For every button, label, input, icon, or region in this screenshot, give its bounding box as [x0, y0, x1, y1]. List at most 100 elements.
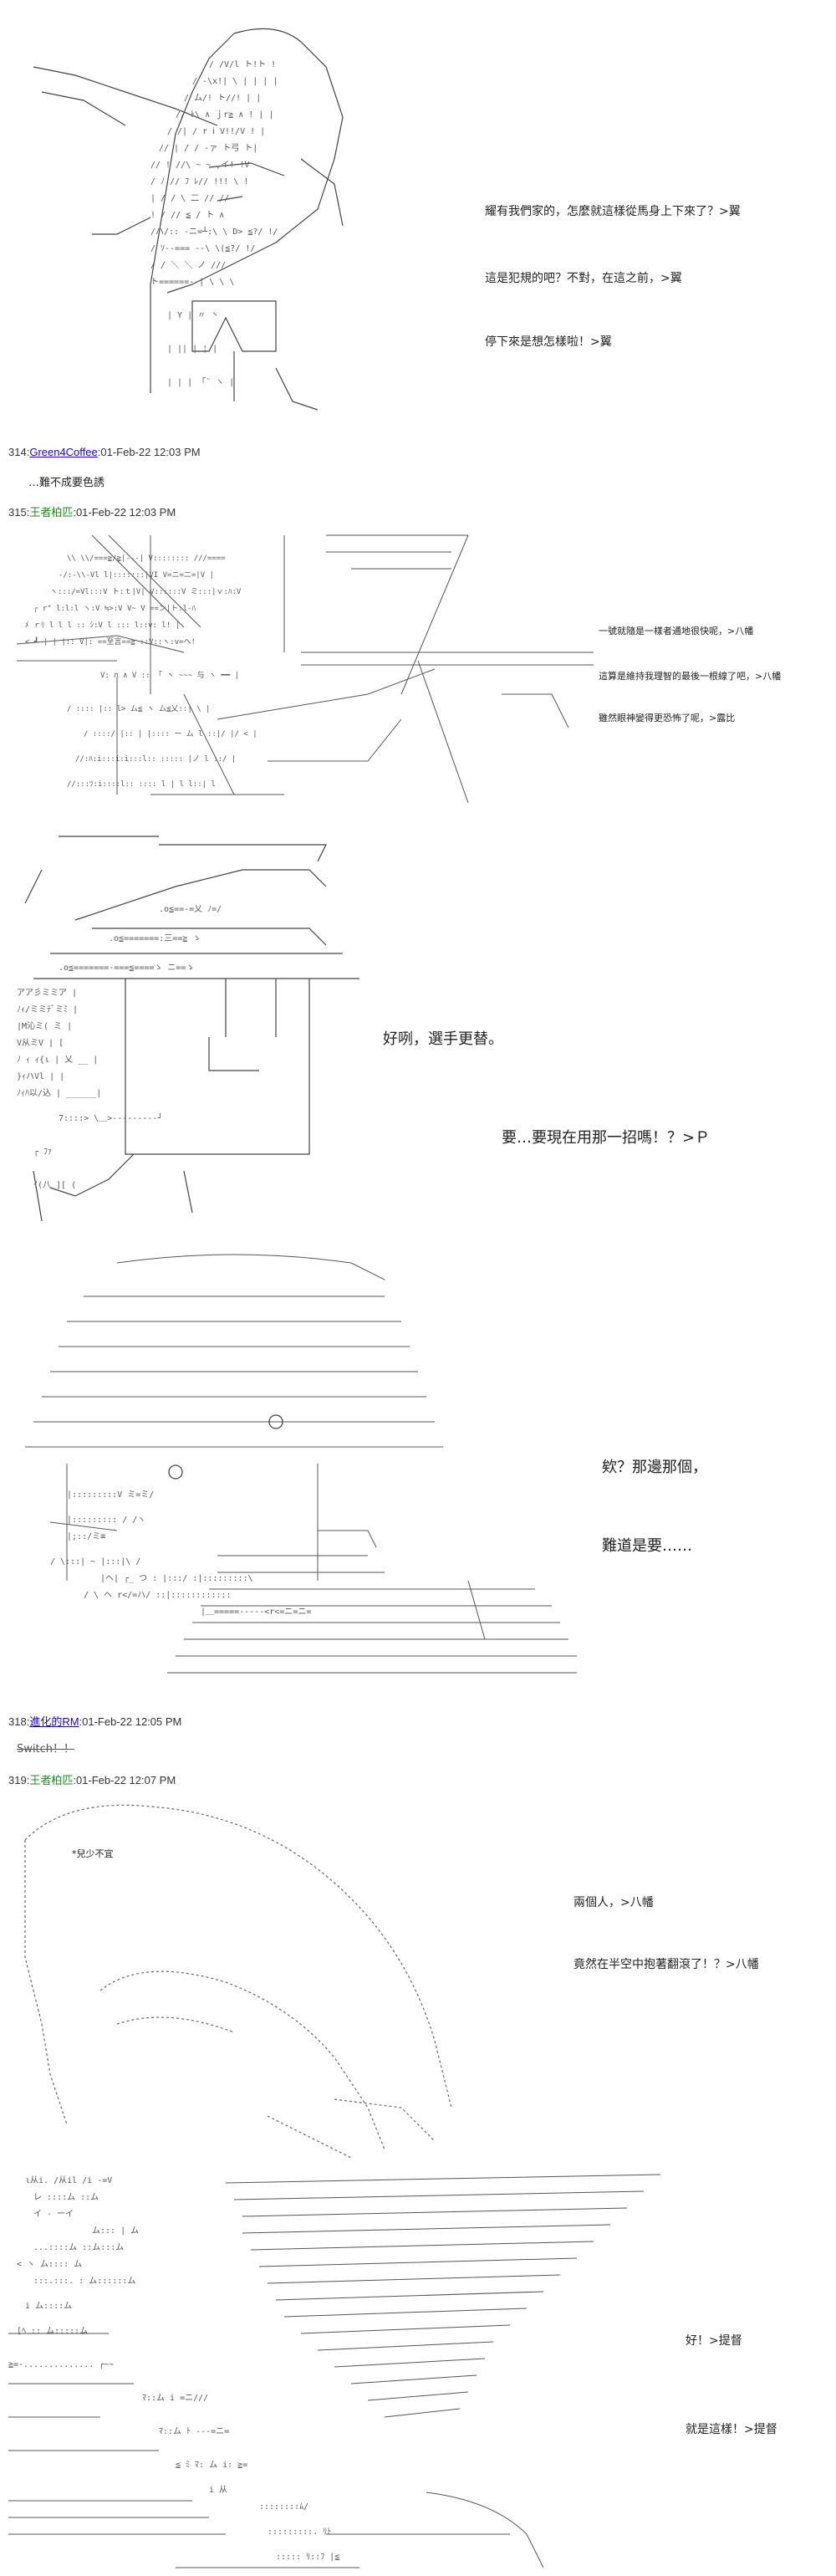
svg-text:/ ::::/ |:: | |:::: ー ム l: / ::::/ |:: | |:::: ー ム l ::|/ |/ < | [84, 729, 257, 739]
ascii-art-panel-6: ι从i. /从il /i -=V レ ::::ム ::ム イ - ーイ ム:::… [8, 2166, 669, 2574]
svg-text:ﾉｨ/ミミﾃﾞミﾐ |: ﾉｨ/ミミﾃﾞミﾐ | [17, 1004, 78, 1015]
svg-text:...::::ム ::ム:::ム: ...::::ム ::ム:::ム [33, 2242, 124, 2252]
svg-text:| Y | 〃 丶: | Y | 〃 丶 [167, 311, 219, 320]
svg-text:┌ ﾌｧ: ┌ ﾌｧ [33, 1147, 52, 1157]
dialog-line: 這算是維持我理智的最後一根線了吧，>八幡 [599, 671, 782, 682]
svg-text:/ \:::| ~ |:::|\: / \:::| ~ |:::|\ / [50, 1557, 140, 1567]
svg-text:|ヘ| ┌_ つ : |:::/ :|::: |ヘ| ┌_ つ : |:::/ :|:::::::::\ [100, 1574, 253, 1583]
svg-text:i 从: i 从 [209, 2486, 227, 2495]
post-header-314: 314:Green4Coffee:01-Feb-22 12:03 PM [8, 446, 201, 458]
poster-name-link[interactable]: Green4Coffee [29, 446, 98, 458]
svg-text:/ :::: |:: l> ム≦ ヽ ム≦乂::: / :::: |:: l> ム≦ ヽ ム≦乂::| \ | [67, 704, 210, 713]
ascii-art-panel-2: \\ \\/===≧/≧|---| V:::::::: ///==== -/:-… [17, 527, 602, 811]
ascii-art-drawing-5 [24, 1804, 452, 2159]
dialog-line: 一號就隨是一樣者通地很快呢，>八幡 [599, 626, 754, 636]
dialog-line: 要…要現在用那一招嗎！？>Ｐ [502, 1129, 711, 1147]
svg-text:.o≦=======-===≦====ゝ ニ==ゝ: .o≦=======-===≦====ゝ ニ==ゝ [59, 963, 194, 973]
post-date: :01-Feb-22 12:03 PM [73, 506, 176, 519]
dialog-line: 就是這樣！>提督 [686, 2423, 777, 2436]
post-body-318: Switch！！ [17, 1743, 74, 1756]
dialog-line: 難道是要…… [602, 1537, 692, 1555]
post-header-319: 319:王者柏匹:01-Feb-22 12:07 PM [8, 1771, 176, 1787]
dialog-line: 停下來是想怎樣啦！>翼 [485, 335, 612, 349]
post-body-314: …難不成要色誘 [28, 477, 105, 489]
post-date: :01-Feb-22 12:03 PM [97, 446, 201, 458]
dialog-line: 竟然在半空中抱著翻滾了！？>八幡 [573, 1958, 759, 1971]
svg-text:// ! //\ ~ ~ ,イ! !V: // ! //\ ~ ~ ,イ! !V [150, 161, 249, 170]
svg-text:|;::/ミ≡: |;::/ミ≡ [67, 1532, 105, 1541]
svg-text:< ヽ ム:::: ム: < ヽ ム:::: ム [17, 2259, 82, 2269]
svg-text:≦ ﾐ ﾏ: ム i: ≧=: ≦ ﾐ ﾏ: ム i: ≧= [176, 2460, 247, 2470]
dialog-line: 這是犯規的吧？不對，在這之前，>翼 [485, 272, 682, 285]
svg-text:/ -\x!| \ | | | |: / -\x!| \ | | | | [192, 77, 278, 86]
dialog-line: 耀有我們家的，怎麼就這樣從馬身上下來了？>翼 [485, 205, 741, 218]
ascii-art-panel-1: / /V/l ト!ト ! / -\x!| \ | | | | / ム/! ト//… [25, 17, 376, 418]
svg-text:\\ \\/===≧/≧|---| V:::::::: /: \\ \\/===≧/≧|---| V:::::::: ///==== [67, 555, 226, 563]
svg-text:}ｨハVl | |: }ｨハVl | | [17, 1072, 64, 1081]
svg-text:|M沁ミ( ミ |: |M沁ミ( ミ | [17, 1021, 72, 1031]
svg-text::::.:::. : ム::::::ム: :::.:::. : ム::::::ム [33, 2276, 135, 2286]
svg-text:レ ::::ム ::ム: レ ::::ム ::ム [33, 2192, 99, 2202]
svg-text:ﾒ ｒﾘ l l l :: ｼ:V l ::: l: ﾒ ｒﾘ l l l :: ｼ:V l ::: l::v: l! | [25, 621, 180, 630]
svg-text:ﾉｨﾊ以/込 | ______|: ﾉｨﾊ以/込 | ______| [17, 1088, 101, 1098]
svg-text:.o≦=======:三==≧ ゝ: .o≦=======:三==≧ ゝ [109, 934, 201, 943]
svg-text:/ ム/! ト//! | |: / ム/! ト//! | | [184, 93, 261, 103]
post-date: :01-Feb-22 12:05 PM [79, 1715, 182, 1728]
ascii-art-drawing-2: \\ \\/===≧/≧|---| V:::::::: ///==== -/:-… [17, 534, 594, 804]
post-number: 314: [8, 446, 30, 458]
svg-text:|:::::::::V ミ=ミ/: |:::::::::V ミ=ミ/ [67, 1490, 154, 1500]
dialog-line: 好！>提督 [686, 2334, 742, 2348]
svg-text:ヽ:::/=Vl:::V ト:ｔ|V| V::::::: ヽ:::/=Vl:::V ト:ｔ|V| V::::::V ミ:::|ｖ:ﾊ:V [50, 588, 242, 596]
svg-text::::::::::. ﾘﾄ: :::::::::. ﾘﾄ [268, 2527, 331, 2537]
svg-text:ム::: | ム: ム::: | ム [92, 2226, 139, 2236]
svg-text:/ /V/l ト!ト !: / /V/l ト!ト ! [209, 60, 276, 69]
svg-text:アア彡ミミア |: アア彡ミミア | [17, 989, 77, 998]
ascii-art-panel-5: *兒少不宜 [17, 1790, 485, 2166]
svg-text:/ \ ヘ r</=ハ/ ::|:::::::: / \ ヘ r</=ハ/ ::|:::::::::::: [84, 1591, 232, 1600]
dialog-line: 兩個人，>八幡 [573, 1896, 654, 1909]
svg-text:i ム::::ム: i ム::::ム [25, 2301, 72, 2311]
dialog-line: 欸？那邊那個， [602, 1459, 707, 1476]
svg-text:≧=-.............. ┌~~: ≧=-.............. ┌~~ [8, 2360, 114, 2369]
svg-text:ｲ(八 ][ (: ｲ(八 ][ ( [33, 1181, 76, 1190]
svg-text:|::::::::: / /ヽ: |::::::::: / /ヽ [67, 1515, 145, 1525]
svg-text:|＿=====-----<r<=ニ=ニ=: |＿=====-----<r<=ニ=ニ= [201, 1607, 311, 1617]
svg-text:[ﾍ :: ム:::::ム: [ﾍ :: ム:::::ム [17, 2326, 88, 2336]
svg-text:| || | ¦ |: | || | ¦ | [167, 345, 217, 354]
post-number: 318: [8, 1715, 30, 1728]
post-number: 319: [8, 1774, 30, 1786]
poster-name-link[interactable]: 進化的RM [29, 1715, 79, 1728]
svg-text:/ ｿ‐-=== --\ \(≦?/ !/: / ｿ‐-=== --\ \(≦?/ !/ [150, 244, 255, 253]
ascii-art-drawing-1: / /V/l ト!ト ! / -\x!| \ | | | | / ム/! ト//… [33, 28, 344, 411]
dialog-line: 雖然眼神變得更恐怖了呢，>露比 [599, 713, 736, 723]
svg-text:::::: ﾘ::ﾌ |≦: ::::: ﾘ::ﾌ |≦ [276, 2553, 339, 2562]
svg-text:7::::> \＿>---------┘: 7::::> \＿>---------┘ [59, 1112, 162, 1123]
svg-text:! / // ≦ / ト ∧: ! / // ≦ / ト ∧ [150, 211, 224, 220]
svg-text:ト======--| \ \ \: ト======--| \ \ \ [150, 278, 234, 287]
svg-text:::::::::ﾑ/: ::::::::ﾑ/ [259, 2502, 308, 2512]
svg-text:ι从i. /从il /i -=V: ι从i. /从il /i -=V [25, 2176, 112, 2185]
svg-text:/ ﾉ // ﾌ ﾚ// !!! \ !: / ﾉ // ﾌ ﾚ// !!! \ ! [150, 177, 248, 187]
svg-text:イ - ーイ: イ - ーイ [33, 2210, 74, 2219]
svg-text:ﾏ::ム i =ニ///: ﾏ::ム i =ニ/// [142, 2393, 208, 2403]
svg-text:/ / ＼ ＼ ノ ///: / / ＼ ＼ ノ /// [150, 260, 226, 270]
svg-text:| / / \ 二 // //: | / / \ 二 // // [150, 194, 229, 203]
ascii-art-drawing-3: .o≦==-=乂 ﾉ=/ .o≦=======:三==≧ ゝ .o≦======… [17, 836, 359, 1222]
svg-text:V从ミV | [: V从ミV | [ [17, 1039, 64, 1048]
svg-text:< ┛ | | |:: V|: ==至言==≧ ::V: < ┛ | | |:: V|: ==至言==≧ ::V::ヽ:v=ヘ! [25, 636, 196, 647]
post-header-318: 318:進化的RM:01-Feb-22 12:05 PM [8, 1713, 181, 1729]
ascii-art-panel-3: .o≦==-=乂 ﾉ=/ .o≦=======:三==≧ ゝ .o≦======… [8, 820, 359, 1229]
svg-text:ﾉ ｨ ｨ{ι | 乂 __ |: ﾉ ｨ ｨ{ι | 乂 __ | [17, 1055, 98, 1065]
content-warning-note: *兒少不宜 [72, 1848, 114, 1859]
post-header-315: 315:王者柏匹:01-Feb-22 12:03 PM [8, 503, 176, 519]
svg-text:┌ r" l:l:l ヽ:V ≒>:V V~ V: ┌ r" l:l:l ヽ:V ≒>:V V~ V ==ン|ト:l-ﾊ [33, 605, 196, 613]
svg-text:/ /| / r ⅰ V!!/V ! |: / /| / r ⅰ V!!/V ! | [167, 127, 265, 136]
svg-text:-/:-\\-Vl l|:::::::|VI V=ニ=ニ=: -/:-\\-Vl l|:::::::|VI V=ニ=ニ=|V | [59, 571, 214, 580]
svg-text:V: ∩ ∧ V :: 「 ヽ ~~~ 与 ヽ: V: ∩ ∧ V :: 「 ヽ ~~~ 与 ヽ ━━ | [100, 671, 239, 680]
ascii-art-drawing-4: |:::::::::V ミ=ミ/ |::::::::: / /ヽ |;::/ミ≡… [25, 1254, 577, 1674]
svg-text:// | / / ‐ァ ト弓 ト|: // | / / ‐ァ ト弓 ト| [159, 144, 257, 153]
svg-text:ﾏ::ム ﾄ ---=ニ=: ﾏ::ム ﾄ ---=ニ= [159, 2426, 229, 2436]
svg-text:| | | 「¨ ヽ |: | | | 「¨ ヽ | [167, 377, 234, 387]
svg-text://:ﾊ:i:::i:i:::l:: ::::: |ノ: //:ﾊ:i:::i:i:::l:: ::::: |ノ l ::/ | [75, 755, 236, 764]
dialog-line: 好咧，選手更替。 [383, 1030, 503, 1048]
